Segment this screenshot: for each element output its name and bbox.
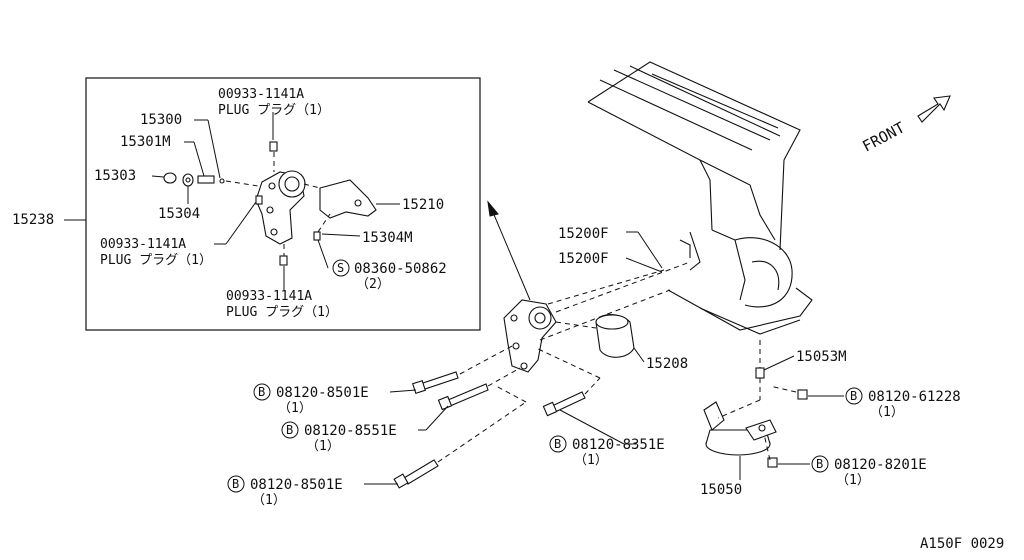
bolt-b-badge: B <box>286 423 293 437</box>
bolt-d-badge: B <box>554 437 561 451</box>
label-15304m: 15304M <box>362 230 413 246</box>
bolt-d-part: 08120-8351E <box>572 437 665 453</box>
bolt-e-part: 08120-61228 <box>868 389 961 405</box>
label-15304: 15304 <box>158 206 200 222</box>
label-15210: 15210 <box>402 197 444 213</box>
bolt-a-badge: B <box>258 385 265 399</box>
screw-badge: S <box>337 261 344 275</box>
bolt-d-qty: （1） <box>574 453 608 468</box>
front-label: FRONT <box>859 118 907 155</box>
bolt-callout-e: B 08120-61228 （1） <box>845 387 961 420</box>
plug-left-part: 00933-1141A <box>100 237 186 252</box>
label-15050: 15050 <box>700 482 742 498</box>
inset-leader-lines <box>151 112 400 290</box>
diagram-code: A150F 0029 <box>920 536 1004 552</box>
inset-frame <box>85 77 481 331</box>
bolt-c-part: 08120-8501E <box>250 477 343 493</box>
bolt-callout-c: B 08120-8501E （1） <box>227 475 343 508</box>
plug-bottom-part: 00933-1141A <box>226 289 312 304</box>
bolt-a-part: 08120-8501E <box>276 385 369 401</box>
oil-filter <box>595 313 635 358</box>
label-15200f-a: 15200F <box>558 226 609 242</box>
plug-top-desc: PLUG プラグ（1） <box>218 103 330 118</box>
label-15238: 15238 <box>12 212 54 228</box>
label-15301m: 15301M <box>120 134 171 150</box>
bolt-c-qty: （1） <box>252 493 286 508</box>
screw-part: 08360-50862 <box>354 261 447 277</box>
plug-bottom-desc: PLUG プラグ（1） <box>226 305 338 320</box>
label-15208: 15208 <box>646 356 688 372</box>
detail-arrow <box>487 200 531 301</box>
bolt-b-qty: （1） <box>306 439 340 454</box>
bolt-c-badge: B <box>232 477 239 491</box>
bolt-callout-d: B 08120-8351E （1） <box>549 435 665 468</box>
plug-left-desc: PLUG プラグ（1） <box>100 253 212 268</box>
engine-block-outline <box>587 61 813 335</box>
inset-pump-assembly <box>163 141 377 266</box>
bolt-f-badge: B <box>816 457 823 471</box>
bolt-e-qty: （1） <box>870 405 904 420</box>
front-arrow-icon <box>917 95 951 123</box>
bolt-a-qty: （1） <box>278 401 312 416</box>
screw-qty: （2） <box>356 277 390 292</box>
screw-callout: S 08360-50862 （2） <box>332 259 447 292</box>
label-15303: 15303 <box>94 168 136 184</box>
bolt-e-badge: B <box>850 389 857 403</box>
bolt-f-qty: （1） <box>836 473 870 488</box>
bolt-f-part: 08120-8201E <box>834 457 927 473</box>
label-15300: 15300 <box>140 112 182 128</box>
bolt-callout-a: B 08120-8501E （1） <box>253 383 369 416</box>
main-leader-lines <box>364 231 844 485</box>
plug-top-part: 00933-1141A <box>218 87 304 102</box>
bolt-callout-f: B 08120-8201E （1） <box>811 455 927 488</box>
label-15053m: 15053M <box>796 349 847 365</box>
bolt-b-part: 08120-8551E <box>304 423 397 439</box>
oil-strainer <box>703 367 777 456</box>
oil-pump-assembly <box>503 299 557 373</box>
bolt-callout-b: B 08120-8551E （1） <box>281 421 397 454</box>
front-direction-marker: FRONT <box>859 95 951 156</box>
label-15200f-b: 15200F <box>558 251 609 267</box>
